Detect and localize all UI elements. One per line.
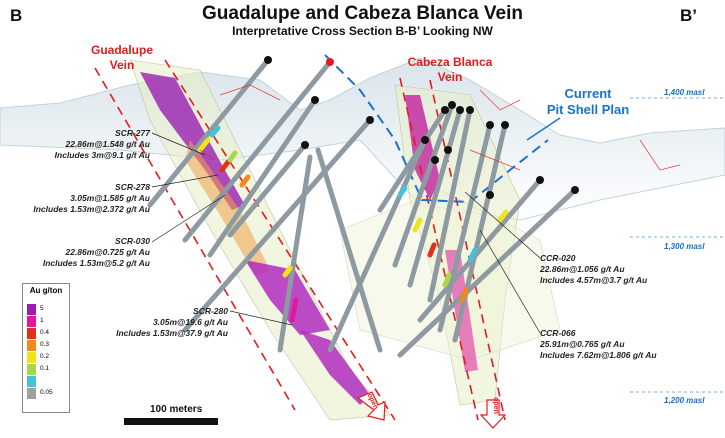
drill-hole-interval: 3.05m@19.6 g/t Au (152, 317, 228, 327)
diagram-title: Guadalupe and Cabeza Blanca Vein (202, 3, 523, 24)
drill-hole-includes: Includes 1.53m@5.2 g/t Au (42, 258, 150, 268)
legend-swatch (27, 328, 36, 339)
legend-value: 0.3 (40, 341, 50, 348)
cabeza-boundary-west (399, 77, 479, 421)
drill-hole (147, 57, 578, 358)
legend-value: 1 (40, 317, 44, 324)
assay-intervals (197, 125, 509, 323)
guadalupe-vein-name: Guadalupe (90, 43, 153, 57)
elevation-label-1300: 1,300 masl (664, 242, 705, 251)
guadalupe-boundary-east (164, 59, 396, 421)
pit-shell-label-line2: Pit Shell Plan (546, 102, 630, 117)
guadalupe-boundary-west (94, 67, 296, 411)
grade-legend: Au g/ton 5 1 0.4 0.3 0.2 0.1 0.05 (22, 283, 70, 413)
legend-swatch (27, 316, 36, 327)
legend-item (27, 376, 67, 387)
legend-swatch (27, 376, 36, 387)
drill-hole-interval: 3.05m@1.585 g/t Au (70, 193, 150, 203)
legend-item: 5 (27, 304, 67, 315)
guadalupe-deep-body (300, 330, 370, 405)
legend-item: 0.05 (27, 388, 67, 399)
drill-holes (147, 56, 579, 358)
legend-item: 0.3 (27, 340, 67, 351)
elevation-label-1400: 1,400 masl (664, 88, 705, 97)
legend-item: 0.2 (27, 352, 67, 363)
legend-item: 1 (27, 316, 67, 327)
pit-shell-pointer (526, 117, 561, 141)
cabeza-blanca-vein-word: Vein (437, 70, 463, 84)
drill-hole-includes: Includes 1.53m@37.9 g/t Au (116, 328, 228, 338)
legend-swatch (27, 352, 36, 363)
section-marker-left: B (10, 6, 23, 25)
pit-shell-label-line1: Current (564, 86, 612, 101)
open-label-cabeza-blanca: open (491, 397, 499, 414)
callout-scr-280: SCR-280 3.05m@19.6 g/t Au Includes 1.53m… (88, 306, 228, 339)
elevation-lines (630, 97, 725, 393)
diagram-subtitle: Interpretative Cross Section B-B’ Lookin… (232, 24, 493, 38)
guadalupe-vein-label: Guadalupe Vein (82, 43, 162, 73)
drill-hole-id: CCR-066 (540, 328, 576, 338)
drill-hole-interval: 22.86m@0.725 g/t Au (65, 247, 150, 257)
pit-shell-label: Current Pit Shell Plan (528, 86, 648, 118)
legend-title: Au g/ton (29, 286, 63, 295)
pit-shell-outline (324, 54, 549, 204)
legend-value: 0.4 (40, 329, 50, 336)
elevation-label-1200: 1,200 masl (664, 396, 705, 405)
drill-hole-includes: Includes 4.57m@3.7 g/t Au (540, 275, 648, 285)
drill-hole-interval: 22.86m@1.056 g/t Au (540, 264, 625, 274)
vein-boundaries (94, 59, 506, 421)
open-arrows (356, 391, 507, 429)
guadalupe-vein-word: Vein (109, 58, 135, 72)
legend-item: 0.4 (27, 328, 67, 339)
drill-hole-id: SCR-030 (115, 236, 150, 246)
legend-value: 0.2 (40, 353, 50, 360)
fault-traces (199, 84, 681, 171)
cabeza-blanca-vein-name: Cabeza Blanca (407, 55, 493, 69)
drill-hole-includes: Includes 1.53m@2.372 g/t Au (33, 204, 150, 214)
drill-hole-id: CCR-020 (540, 253, 576, 263)
legend-swatch (27, 304, 36, 315)
legend-value: 5 (40, 305, 44, 312)
callout-scr-030: SCR-030 22.86m@0.725 g/t Au Includes 1.5… (10, 236, 150, 269)
callout-scr-278: SCR-278 3.05m@1.585 g/t Au Includes 1.53… (10, 182, 150, 215)
legend-value: 0.1 (40, 365, 50, 372)
callout-ccr-020: CCR-020 22.86m@1.056 g/t Au Includes 4.5… (540, 253, 680, 286)
drill-hole-includes: Includes 7.62m@1.806 g/t Au (540, 350, 657, 360)
cabeza-blanca-vein-label: Cabeza Blanca Vein (400, 55, 500, 85)
legend-item: 0.1 (27, 364, 67, 375)
drill-hole-interval: 22.86m@1.548 g/t Au (65, 139, 150, 149)
callout-leaders (151, 132, 541, 334)
legend-value: 0.05 (40, 389, 53, 396)
legend-swatch (27, 340, 36, 351)
legend-swatch (27, 388, 36, 399)
section-marker-right: B’ (680, 6, 697, 25)
callout-ccr-066: CCR-066 25.91m@0.765 g/t Au Includes 7.6… (540, 328, 680, 361)
guadalupe-high-grade (140, 72, 245, 210)
drill-hole-id: SCR-278 (115, 182, 150, 192)
scale-bar (124, 418, 218, 425)
guadalupe-orange-zone (185, 140, 270, 275)
drill-hole-id: SCR-280 (193, 306, 228, 316)
legend-swatch (27, 364, 36, 375)
drill-hole-interval: 25.91m@0.765 g/t Au (540, 339, 625, 349)
cabeza-boundary-east (429, 79, 506, 421)
drill-hole-includes: Includes 3m@9.1 g/t Au (54, 150, 150, 160)
scale-bar-label: 100 meters (150, 404, 203, 415)
collar-markers (264, 56, 579, 199)
callout-scr-277: SCR-277 22.86m@1.548 g/t Au Includes 3m@… (10, 128, 150, 161)
drill-hole-id: SCR-277 (115, 128, 150, 138)
